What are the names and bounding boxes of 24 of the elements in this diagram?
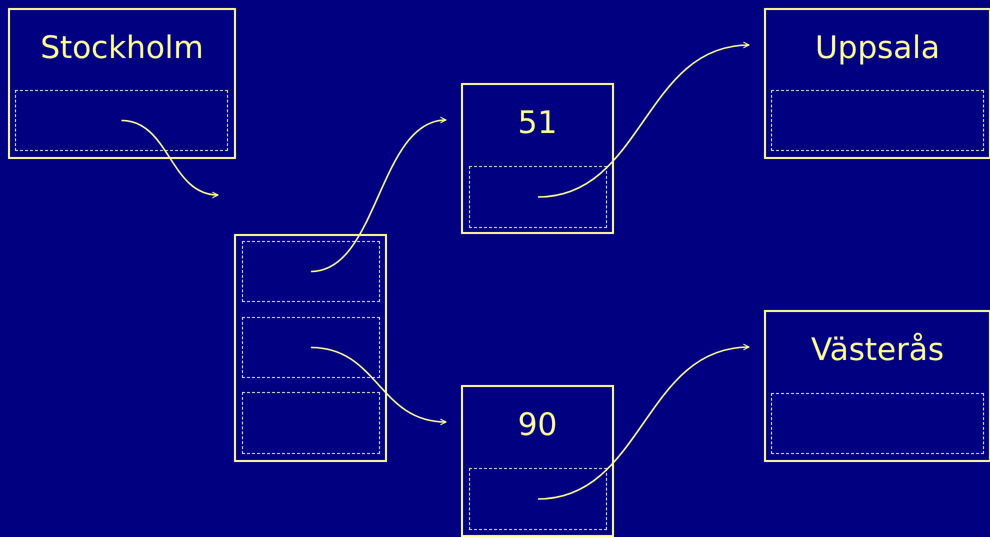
array-box xyxy=(234,234,387,462)
node-box xyxy=(764,8,990,159)
arrow xyxy=(538,344,750,500)
arrow xyxy=(310,118,447,272)
arrow xyxy=(121,120,219,198)
pointer-slot xyxy=(242,241,380,302)
node-box xyxy=(8,8,236,159)
pointer-slot xyxy=(242,317,380,378)
node-label: 51 xyxy=(516,104,558,143)
arrow xyxy=(538,42,750,198)
node-box xyxy=(461,83,614,234)
pointer-slot xyxy=(771,90,984,151)
node-label: 90 xyxy=(516,406,558,445)
pointer-slot xyxy=(771,393,984,454)
arrow xyxy=(310,346,447,425)
node-label: Västerås xyxy=(810,331,946,370)
pointer-slot xyxy=(242,392,380,454)
node-label: Stockholm xyxy=(39,29,205,68)
pointer-slot xyxy=(469,166,607,228)
node-box xyxy=(461,385,614,537)
node-label: Uppsala xyxy=(814,29,941,68)
node-box xyxy=(764,310,990,462)
pointer-slot xyxy=(15,90,228,151)
pointer-slot xyxy=(469,468,607,530)
